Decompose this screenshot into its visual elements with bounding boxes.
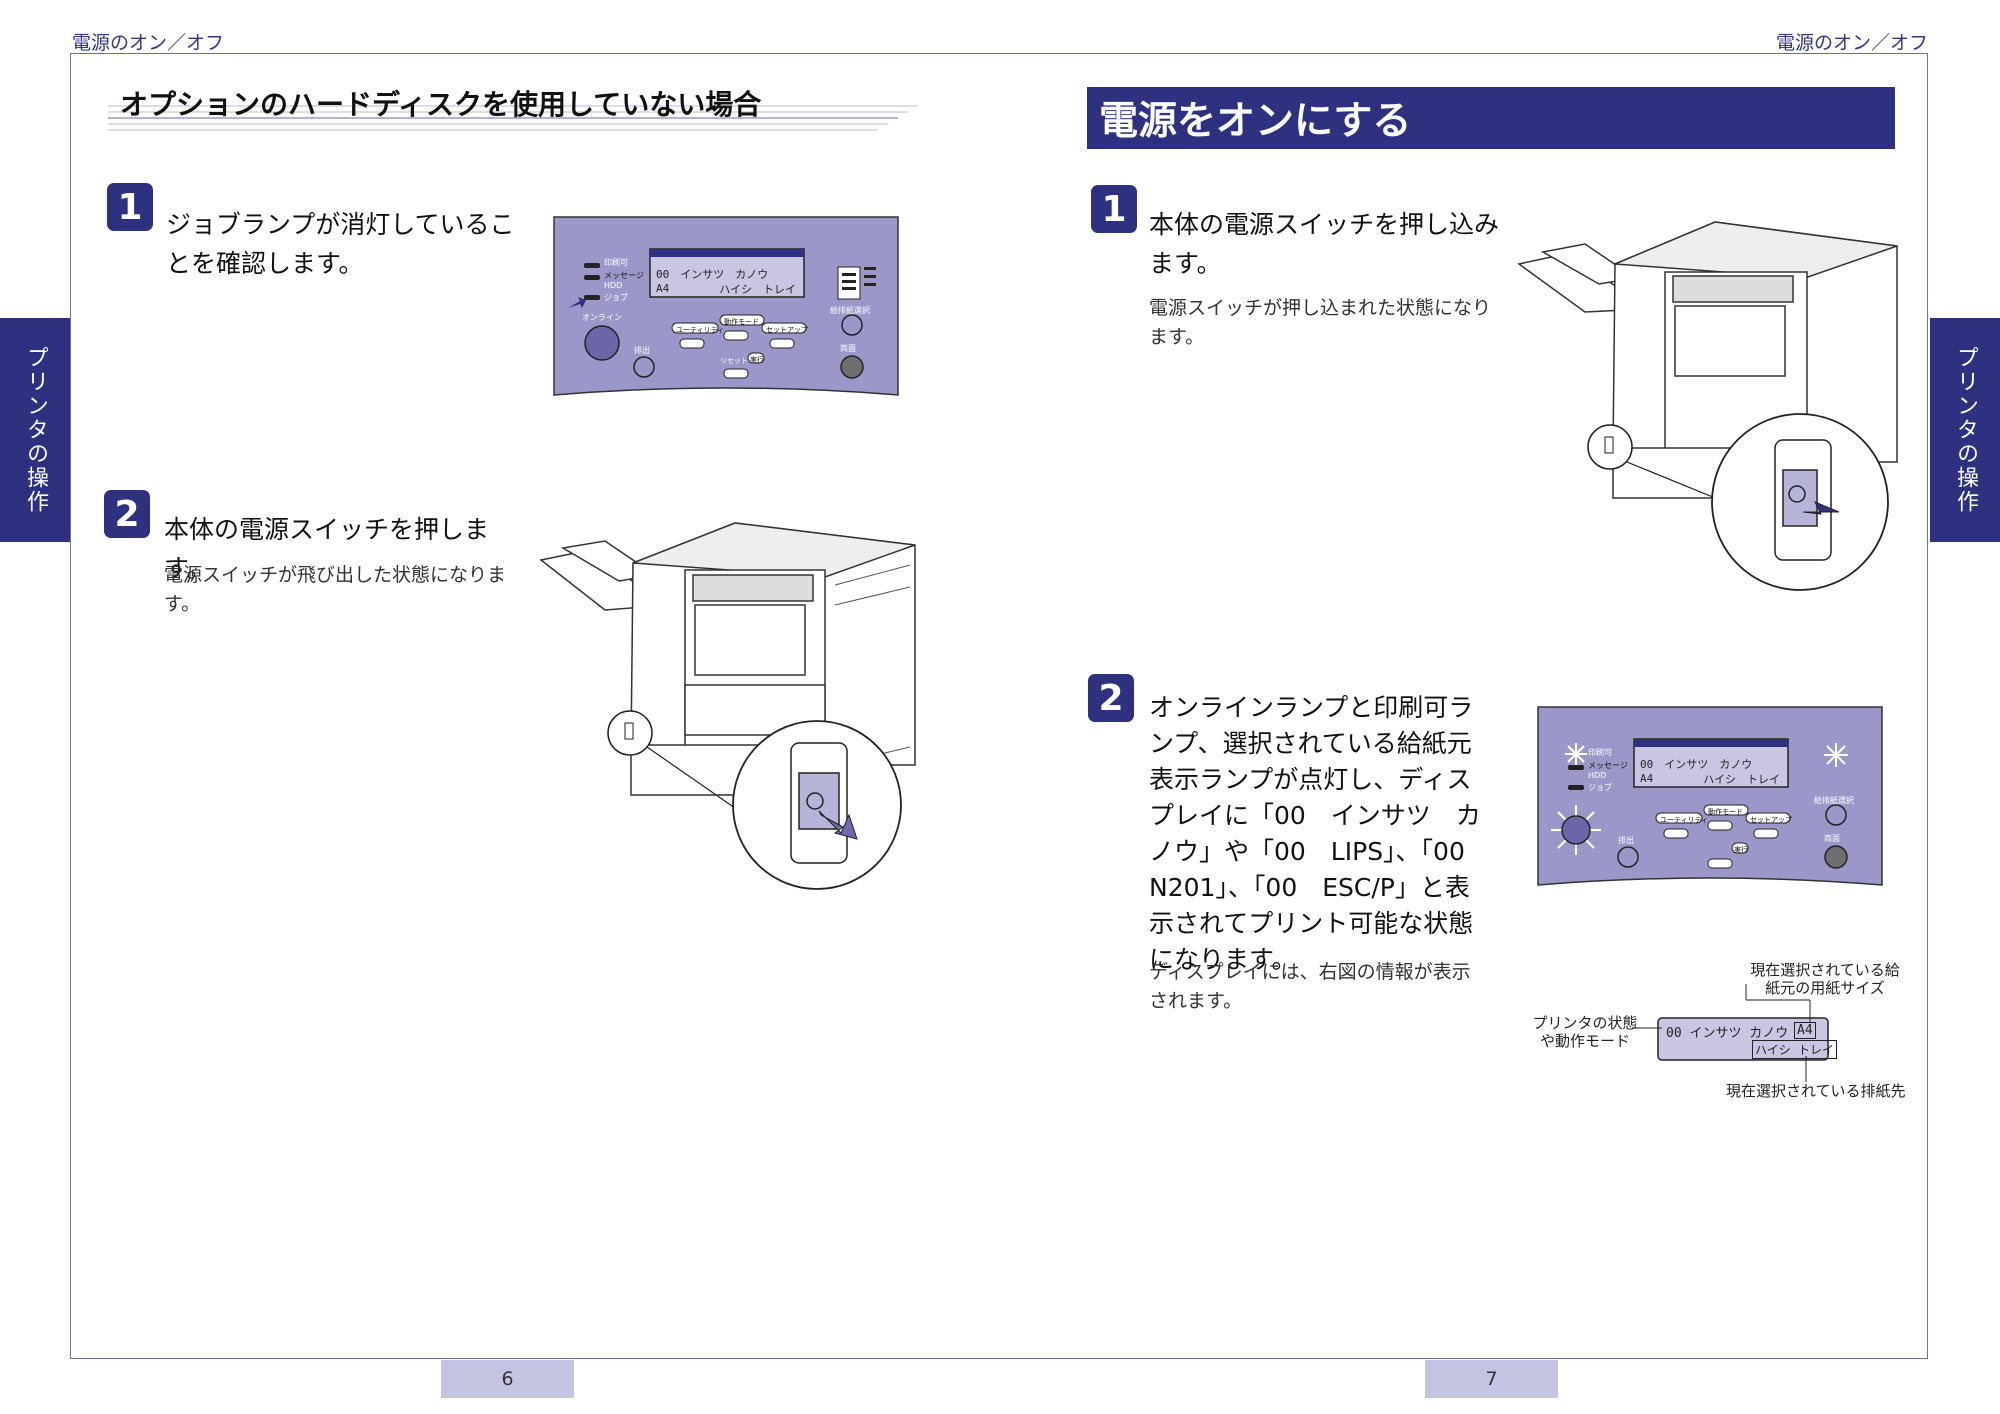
step-note-r1: 電源スイッチが押し込まれた状態になります。 xyxy=(1149,297,1492,348)
eject-label: 排出 xyxy=(634,346,650,355)
page-number-right: 7 xyxy=(1425,1360,1558,1398)
lcd-line-1: 00 インサツ カノウ A4 xyxy=(656,268,791,295)
lamp-label-hdd: HDD xyxy=(604,281,623,290)
label-status: プリンタの状態や動作モード xyxy=(1532,1014,1638,1050)
duplex-label: 両面 xyxy=(840,344,856,353)
step-note-2: 電源スイッチが飛び出した状態になります。 xyxy=(164,564,507,615)
running-header-right: 電源のオン／オフ xyxy=(1775,32,1928,54)
printer-illustration-left xyxy=(539,522,916,890)
mode-label-lit: 動作モード xyxy=(1708,808,1743,816)
online-label: オンライン xyxy=(582,313,622,322)
control-panel-illustration: 00 インサツ カノウ A4 ハイシ トレイ 印刷可 メッセージ HDD ジョブ… xyxy=(552,215,900,402)
side-tab-left: プリンタの操作 xyxy=(0,318,70,542)
utility-label: ユーティリティ xyxy=(676,326,725,334)
step-number-1: 1 xyxy=(107,183,153,231)
printer-illustration-right xyxy=(1517,221,1898,591)
paper-select-label-lit: 給排紙選択 xyxy=(1814,796,1854,805)
page-frame xyxy=(70,53,1928,1359)
step-number-r2: 2 xyxy=(1088,674,1134,722)
subheading-rule xyxy=(108,105,918,131)
lamp-label-job: ジョブ xyxy=(604,293,628,302)
mode-label: 動作モード xyxy=(724,318,759,326)
eject-label-lit: 排出 xyxy=(1618,836,1634,845)
step-text-2: 本体の電源スイッチを押します。 xyxy=(164,515,490,583)
exec-label-lit: 実行 xyxy=(1734,846,1748,854)
subheading: オプションのハードディスクを使用していない場合 xyxy=(120,88,762,121)
step-number-r1: 1 xyxy=(1091,185,1137,233)
lamp-label-message: メッセージ xyxy=(604,271,644,280)
lamp-label-print: 印刷可 xyxy=(604,258,628,267)
lcd-line-1-lit: 00 インサツ カノウ A4 xyxy=(1640,758,1775,785)
label-paper-size: 現在選択されている給紙元の用紙サイズ xyxy=(1750,961,1900,997)
exec-label: 実行 xyxy=(750,356,764,364)
step-text-1: ジョブランプが消灯していることを確認します。 xyxy=(166,210,515,278)
section-banner: 電源をオンにする xyxy=(1087,87,1895,149)
setup-label: セットアップ xyxy=(766,326,808,334)
lamp-label-job-lit: ジョブ xyxy=(1588,783,1612,792)
side-tab-right: プリンタの操作 xyxy=(1930,318,2000,542)
duplex-label-lit: 両面 xyxy=(1824,834,1840,843)
label-output: 現在選択されている排紙先 xyxy=(1726,1082,1906,1100)
lcd-diagram-size: A4 xyxy=(1794,1022,1816,1039)
control-panel-lit-illustration: 00 インサツ カノウ A4 ハイシ トレイ 印刷可 メッセージ HDD ジョブ… xyxy=(1536,705,1884,892)
lamp-label-print-lit: 印刷可 xyxy=(1588,748,1612,757)
lcd-diagram: 現在選択されている給紙元の用紙サイズ プリンタの状態や動作モード 00 インサツ… xyxy=(1530,960,1905,1105)
step-note-r2: ディスプレイには、右図の情報が表示されます。 xyxy=(1149,961,1471,1012)
utility-label-lit: ユーティリティ xyxy=(1660,816,1709,824)
setup-label-lit: セットアップ xyxy=(1750,816,1792,824)
step-text-r2: オンラインランプと印刷可ランプ、選択されている給紙元表示ランプが点灯し、ディスプ… xyxy=(1149,693,1490,974)
step-text-r1: 本体の電源スイッチを押し込みます。 xyxy=(1149,210,1500,278)
step-number-2: 2 xyxy=(104,490,150,538)
page-number-left: 6 xyxy=(441,1360,574,1398)
lcd-diagram-line-1: 00 インサツ カノウ xyxy=(1666,1026,1789,1041)
lamp-label-hdd-lit: HDD xyxy=(1588,771,1607,780)
paper-select-label: 給排紙選択 xyxy=(830,306,870,315)
lamp-label-message-lit: メッセージ xyxy=(1588,761,1628,770)
reset-label: リセット xyxy=(720,357,748,365)
lcd-diagram-line-2: ハイシ トレイ xyxy=(1752,1040,1837,1059)
lcd-line-2: ハイシ トレイ xyxy=(719,283,796,296)
lcd-line-2-lit: ハイシ トレイ xyxy=(1703,773,1780,786)
running-header-left: 電源のオン／オフ xyxy=(72,32,225,54)
